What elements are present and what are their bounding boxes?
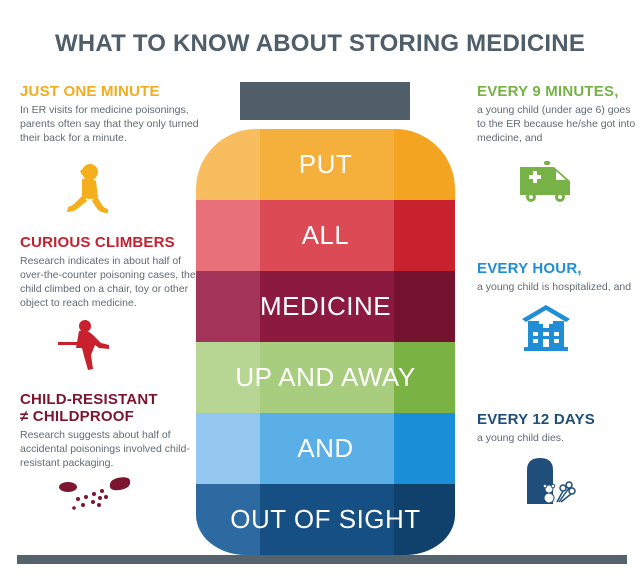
fact-heading: CHILD-RESISTANT ≠ CHILDPROOF (20, 391, 200, 425)
medicine-bottle: PUT ALL MEDICINE UP AND AWAY AND OUT OF … (196, 129, 455, 555)
fact-heading: CURIOUS CLIMBERS (20, 234, 175, 251)
fact-heading: EVERY HOUR, (477, 260, 582, 277)
fact-every-9-minutes: EVERY 9 MINUTES, a young child (under ag… (477, 83, 637, 145)
bottle-band-and: AND (196, 413, 455, 484)
bottle-band-out-of-sight: OUT OF SIGHT (196, 484, 455, 555)
band-label: UP AND AWAY (235, 362, 416, 392)
bottle-cap (240, 82, 410, 120)
fact-just-one-minute: JUST ONE MINUTE In ER visits for medicin… (20, 83, 200, 145)
band-label: ALL (301, 220, 350, 250)
fact-heading: EVERY 9 MINUTES, (477, 83, 619, 100)
band-label: PUT (298, 149, 353, 179)
fact-body: a young child (under age 6) goes to the … (477, 104, 636, 144)
fact-heading-line2: ≠ CHILDPROOF (20, 408, 134, 425)
child-covering-eyes-icon (67, 164, 108, 213)
fact-heading: EVERY 12 DAYS (477, 411, 595, 428)
fact-body: a young child is hospitalized, and (477, 281, 632, 293)
bottle-band-put: PUT (196, 129, 455, 200)
band-label: OUT OF SIGHT (230, 504, 421, 534)
shelf (17, 555, 627, 564)
spilled-pills-icon (59, 477, 131, 510)
fact-heading-line1: CHILD-RESISTANT (20, 391, 158, 408)
fact-heading: JUST ONE MINUTE (20, 83, 160, 100)
fact-every-hour: EVERY HOUR, a young child is hospitalize… (477, 260, 637, 294)
fact-every-12-days: EVERY 12 DAYS a young child dies. (477, 411, 637, 445)
child-climbing-icon (58, 320, 109, 370)
ambulance-icon (520, 161, 570, 202)
hospital-icon (522, 305, 570, 351)
fact-body: Research suggests about half of accident… (20, 429, 190, 469)
fact-body: In ER visits for medicine poisonings, pa… (20, 104, 199, 144)
bottle-band-medicine: MEDICINE (196, 271, 455, 342)
bottle-band-all: ALL (196, 200, 455, 271)
fact-child-resistant: CHILD-RESISTANT ≠ CHILDPROOF Research su… (20, 391, 200, 470)
gravestone-icon (527, 458, 576, 504)
fact-body: Research indicates in about half of over… (20, 255, 196, 309)
band-label: MEDICINE (259, 291, 392, 321)
band-label: AND (297, 433, 354, 463)
page-title: WHAT TO KNOW ABOUT STORING MEDICINE (54, 30, 586, 57)
fact-curious-climbers: CURIOUS CLIMBERS Research indicates in a… (20, 234, 200, 310)
bottle-band-up-and-away: UP AND AWAY (196, 342, 455, 413)
fact-body: a young child dies. (477, 432, 564, 444)
